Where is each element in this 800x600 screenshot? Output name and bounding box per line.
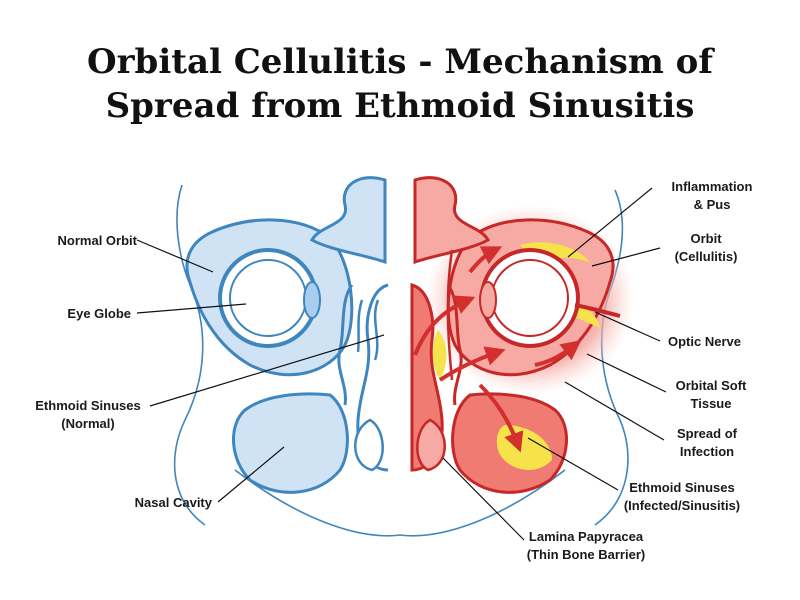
label-soft-tissue-line2: Tissue <box>691 396 732 411</box>
infected-side <box>410 176 635 494</box>
leader-spread <box>564 381 665 441</box>
arrow-to-orbit-upper <box>413 295 476 356</box>
leader-eye-globe <box>136 303 247 314</box>
arrow-to-orbit-mid <box>438 346 506 382</box>
arrow-inflam-soft <box>534 340 582 367</box>
label-inflammation-line1: Inflammation <box>672 179 753 194</box>
arrow-inflam-top <box>468 246 503 274</box>
leader-nasal-cavity <box>217 446 285 503</box>
infected-frontal-sinus <box>413 176 491 265</box>
label-ethmoid-normal-line2: (Normal) <box>61 416 114 431</box>
normal-frontal-sinus <box>309 176 387 265</box>
label-ethmoid-normal-line1: Ethmoid Sinuses <box>35 398 140 413</box>
normal-side <box>185 176 389 494</box>
label-eye-globe: Eye Globe <box>67 306 131 321</box>
leader-lamina <box>442 457 525 541</box>
nose-base <box>234 469 566 537</box>
label-optic-nerve: Optic Nerve <box>668 334 741 349</box>
infected-eye-globe-inner <box>491 259 569 337</box>
leader-inflammation <box>567 187 653 258</box>
leader-ethmoid-normal <box>149 334 385 407</box>
label-lamina-line1: Lamina Papyracea <box>529 529 644 544</box>
label-normal-orbit: Normal Orbit <box>58 233 138 248</box>
title-line-1: Orbital Cellulitis - Mechanism of <box>87 42 713 82</box>
normal-maxillary-sinus <box>232 392 349 494</box>
label-ethmoid-infected-line2: (Infected/Sinusitis) <box>624 498 740 513</box>
diagram-title: Orbital Cellulitis - Mechanism of Spread… <box>0 40 800 128</box>
leader-orbit-cellulitis <box>591 247 661 267</box>
label-lamina-line2: (Thin Bone Barrier) <box>527 547 645 562</box>
normal-ethmoid-inner <box>337 284 354 406</box>
arrow-to-maxillary <box>478 383 524 453</box>
infected-lens <box>479 281 497 319</box>
label-inflammation-line2: & Pus <box>694 197 731 212</box>
infected-turbinate <box>416 418 446 472</box>
lens <box>303 281 321 319</box>
face-outline-left <box>173 184 206 526</box>
label-spread-line1: Spread of <box>677 426 738 441</box>
leader-optic-nerve <box>594 311 661 342</box>
leader-ethmoid-infected <box>527 437 619 491</box>
optic-nerve <box>574 303 621 318</box>
label-orbit-cellulitis-line2: (Cellulitis) <box>675 249 738 264</box>
eye-globe-inner <box>229 259 307 337</box>
leader-soft-tissue <box>586 353 667 393</box>
spread-arrows <box>413 246 582 453</box>
label-nasal-cavity: Nasal Cavity <box>135 495 213 510</box>
label-spread-line2: Infection <box>680 444 734 459</box>
label-soft-tissue-line1: Orbital Soft <box>676 378 747 393</box>
title-line-2: Spread from Ethmoid Sinusitis <box>105 86 695 126</box>
label-ethmoid-infected-line1: Ethmoid Sinuses <box>629 480 734 495</box>
leader-normal-orbit <box>136 239 214 273</box>
infected-ethmoid-pus <box>432 330 447 380</box>
leader-lines <box>136 187 667 541</box>
label-orbit-cellulitis-line1: Orbit <box>690 231 722 246</box>
pus-upper <box>520 242 590 262</box>
normal-turbinate <box>354 418 384 472</box>
normal-ethmoid-cells <box>356 299 380 361</box>
